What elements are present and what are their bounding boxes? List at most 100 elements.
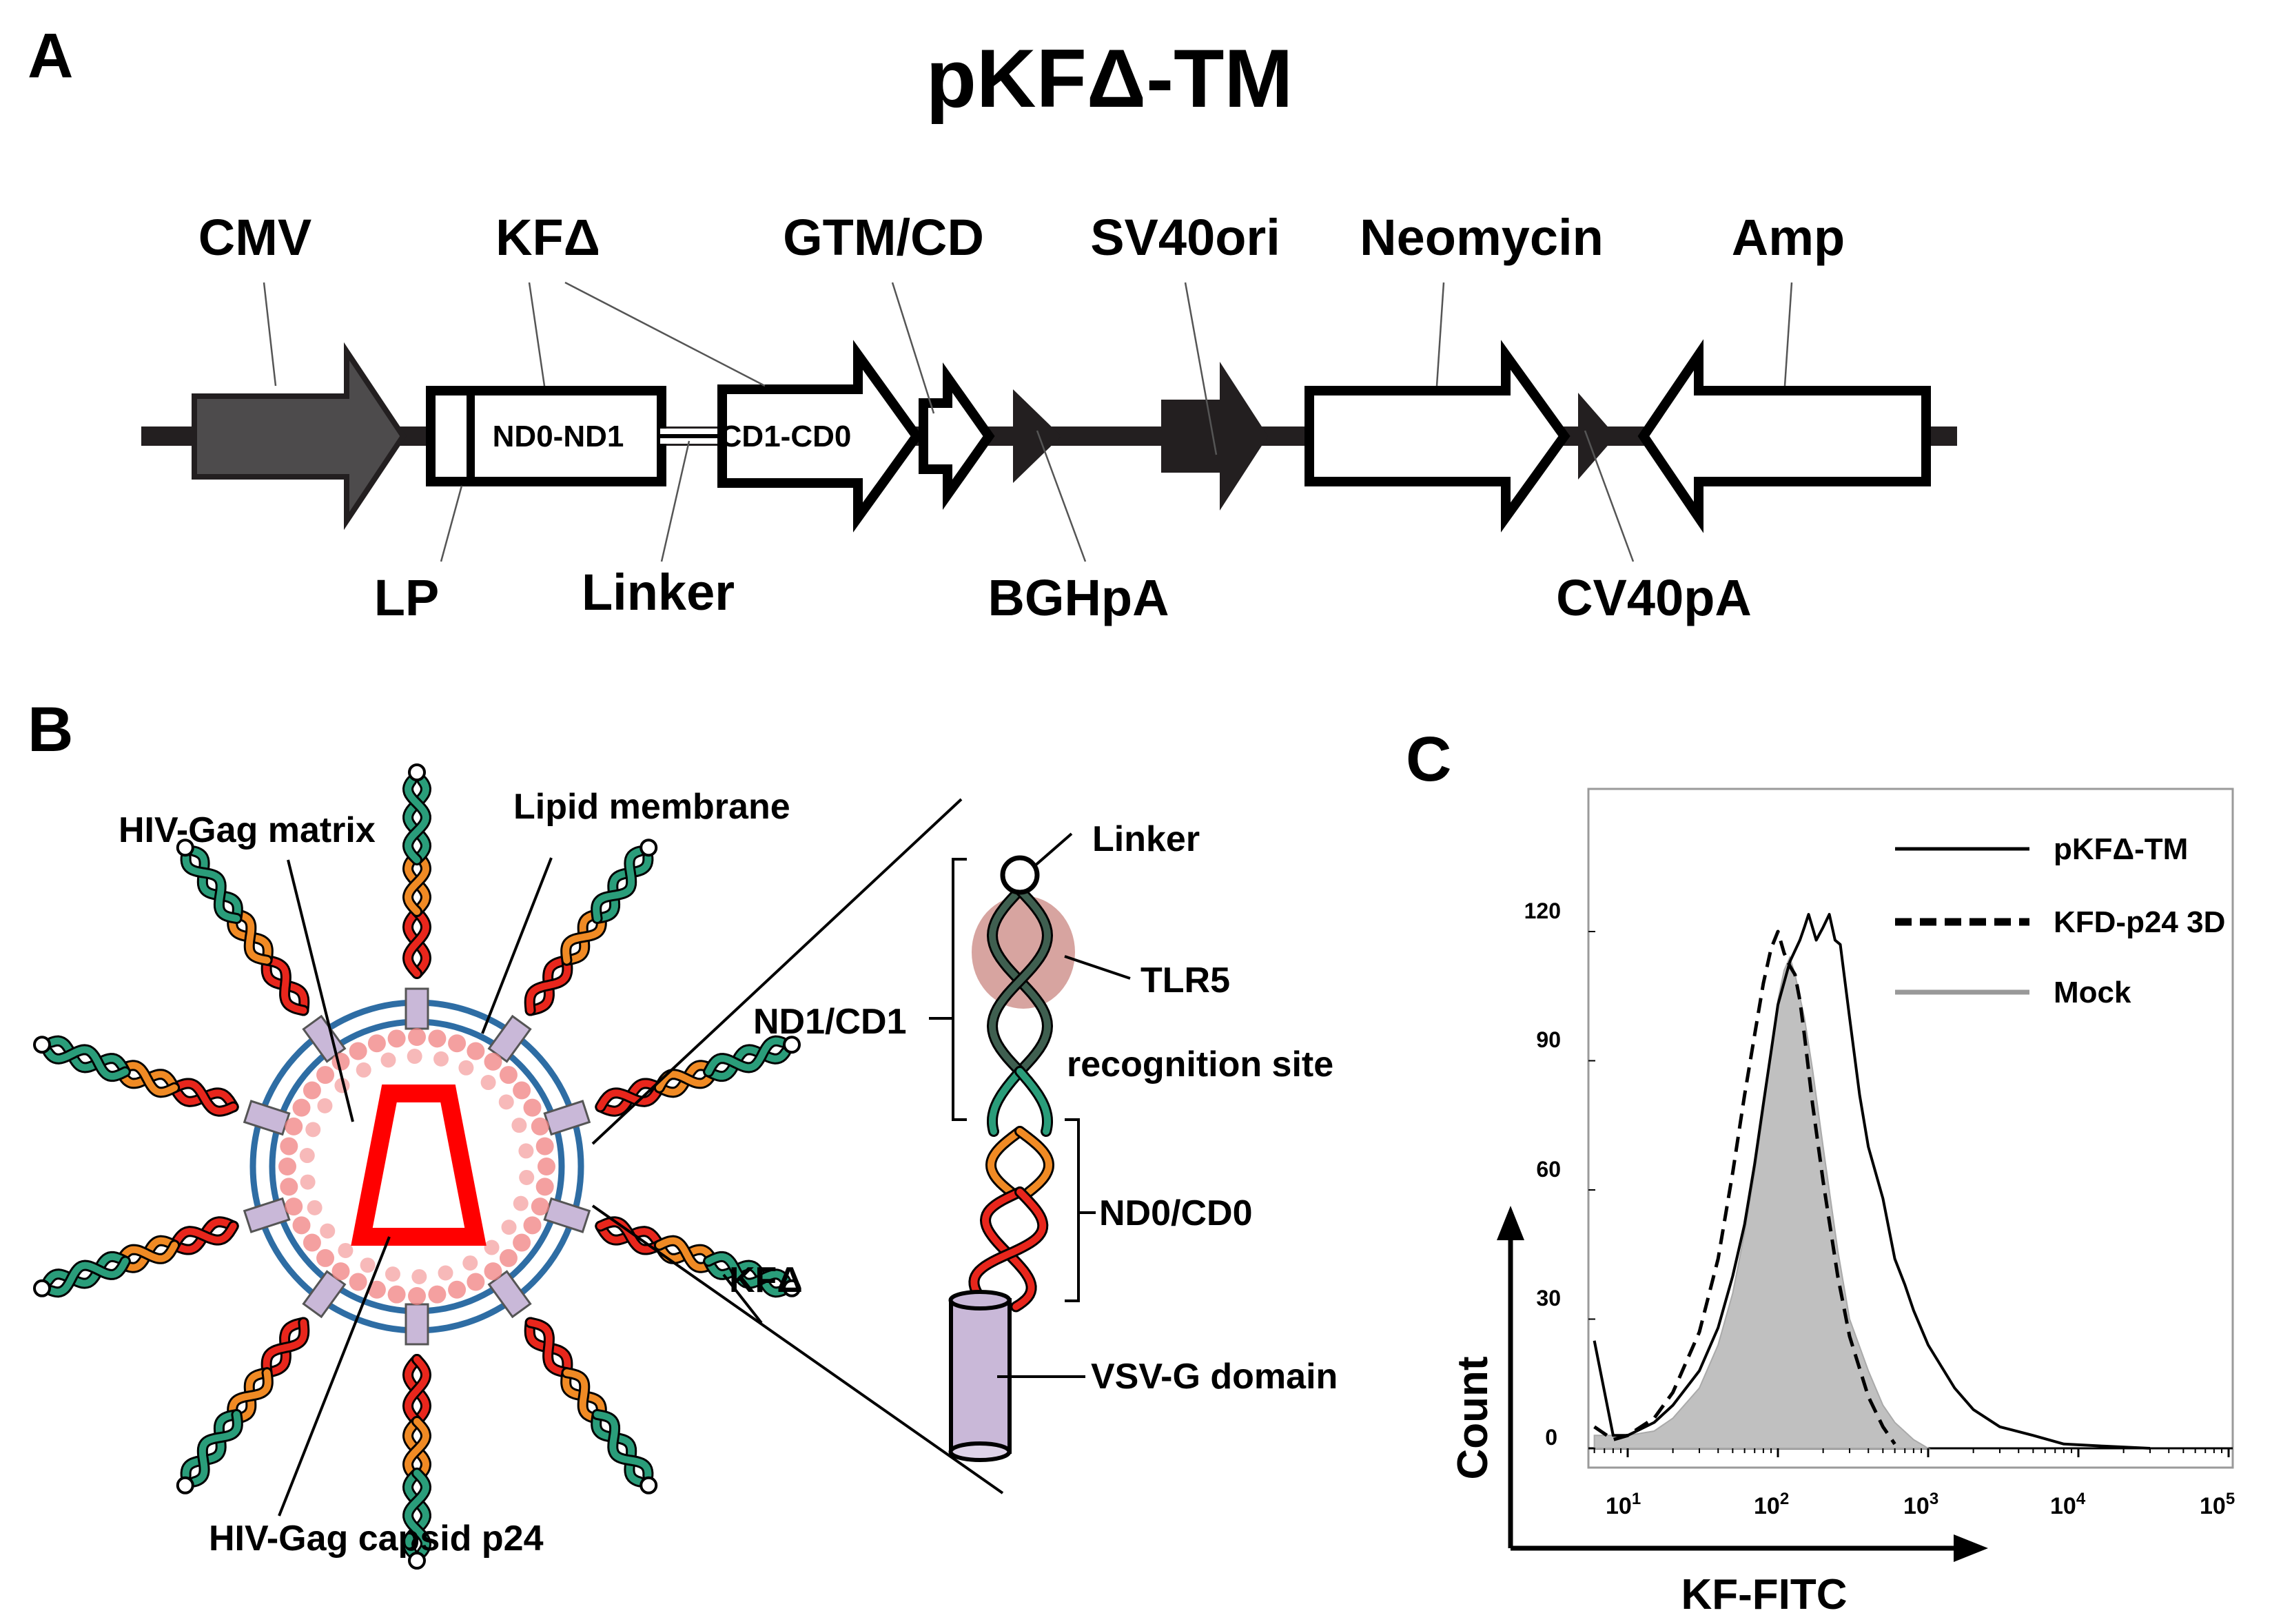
helix-strand [989,1068,1023,1135]
lipid-membrane-inner [269,1018,565,1315]
panel-b: B HIV-Gag matrix Lipid membrane KFΔ HIV-… [28,695,1338,1570]
helix-strand [563,1369,597,1421]
tlr5-label-line1: TLR5 [1140,960,1230,1000]
matrix-dot [385,1266,400,1282]
x-tick-label: 101 [1606,1490,1641,1519]
helix-strand [597,1084,663,1111]
matrix-dot [467,1042,485,1060]
kf-brackets [929,832,1131,1378]
matrix-dot [523,1098,542,1117]
matrix-dot [280,1137,298,1155]
matrix-dot [480,1075,496,1091]
matrix-dot [407,1049,422,1065]
matrix-dot [292,1216,311,1235]
sv40ori-arrow [1161,362,1268,511]
helix-strand [404,1470,429,1556]
gtm-cd-label: GTM/CD [783,209,984,266]
y-tick-label: 60 [1536,1157,1561,1182]
helix-strand [404,1418,430,1477]
helix-strand [988,887,1052,1075]
histogram-plot-area [1588,913,2230,1457]
vsvg-anchors [243,987,591,1346]
helix-strand [45,1046,129,1080]
lp-label: LP [374,569,440,626]
matrix-dot [338,1242,354,1258]
helix-strand [526,956,571,1014]
lipid-membrane-label: Lipid membrane [513,787,790,827]
helix-strand [171,1080,237,1115]
helix-strand [705,1257,786,1296]
cd1-cd0-label: CD1-CD0 [720,420,852,453]
matrix-dot [305,1122,321,1138]
panel-a: A pKFΔ-TM ND0-ND1 CD1-CD0 [28,21,1957,626]
y-tick-label: 90 [1536,1027,1561,1052]
matrix-dot [484,1052,502,1071]
helix-strand [263,956,307,1014]
matrix-dot [501,1220,517,1235]
plasmid-title: pKFΔ-TM [926,32,1293,125]
spoke-tip [408,763,426,781]
amp-arrow [1637,339,1931,533]
gag-matrix-dots [278,1028,555,1305]
spoke-tip [176,839,194,857]
nd1-cd1-label: ND1/CD1 [753,1002,907,1042]
helix-strand [526,1319,571,1377]
capsid-p24-trapezoid [351,1085,487,1246]
matrix-dot [498,1094,514,1110]
kfd-p24-3d-line [1593,929,1896,1446]
helix-strand [405,1470,430,1556]
x-tick-label: 105 [2200,1490,2235,1519]
helix-strand [404,777,429,863]
x-tick-labels: 101 102 103 104 105 [1606,1490,2235,1519]
helix-strand [404,856,430,915]
linker-label: Linker [582,564,735,621]
bghpa-element [1013,389,1061,483]
helix-strand [404,1356,430,1425]
matrix-dot [484,1240,500,1255]
helix-strand [562,918,605,964]
kf-delta-label: KFΔ [495,209,600,266]
matrix-dot [380,1052,396,1068]
matrix-dot [303,1081,321,1100]
matrix-dot [408,1028,426,1046]
matrix-dot [462,1255,478,1271]
cv40pa-label: CV40pA [1556,569,1752,626]
legend-entry: KFD-p24 3D [2054,905,2225,939]
matrix-dot [511,1118,527,1133]
matrix-dot [513,1195,529,1211]
matrix-dot [458,1060,474,1076]
matrix-dot [531,1198,549,1216]
panel-c: C 120 90 60 30 0 101 102 103 104 105 [1406,724,2235,1618]
x-axis-title: KF-FITC [1681,1571,1847,1618]
kf-delta-label-b: KFΔ [729,1260,803,1300]
helix-strand [981,1189,1035,1310]
matrix-dot [307,1200,323,1215]
helix-strand [593,1411,643,1486]
helix-strand [191,847,241,922]
matrix-dot [519,1169,535,1185]
panel-b-callouts [278,798,1004,1517]
matrix-dot [356,1062,371,1078]
helix-strand [48,1037,129,1076]
helix-strand [263,1319,308,1377]
spoke-tip [32,1036,51,1054]
helix-strand [597,1218,663,1253]
sv40ori-label: SV40ori [1090,209,1280,266]
matrix-dot [513,1233,531,1252]
helix-strand [705,1037,786,1076]
matrix-dot [535,1178,554,1196]
helix-strand [987,1128,1023,1195]
matrix-dot [360,1257,376,1273]
helix-strand [120,1242,178,1262]
panel-c-label: C [1406,724,1451,794]
vsvg-anchor [405,987,429,1030]
gtm-cd-arrow [919,362,995,511]
matrix-dot [316,1248,335,1267]
helix-strand [229,1369,272,1415]
legend-entry: pKFΔ-TM [2054,832,2188,866]
mock-area [1593,955,1931,1449]
spoke-tip [783,1036,801,1054]
matrix-dot [280,1178,298,1196]
helix-strand [48,1257,129,1296]
